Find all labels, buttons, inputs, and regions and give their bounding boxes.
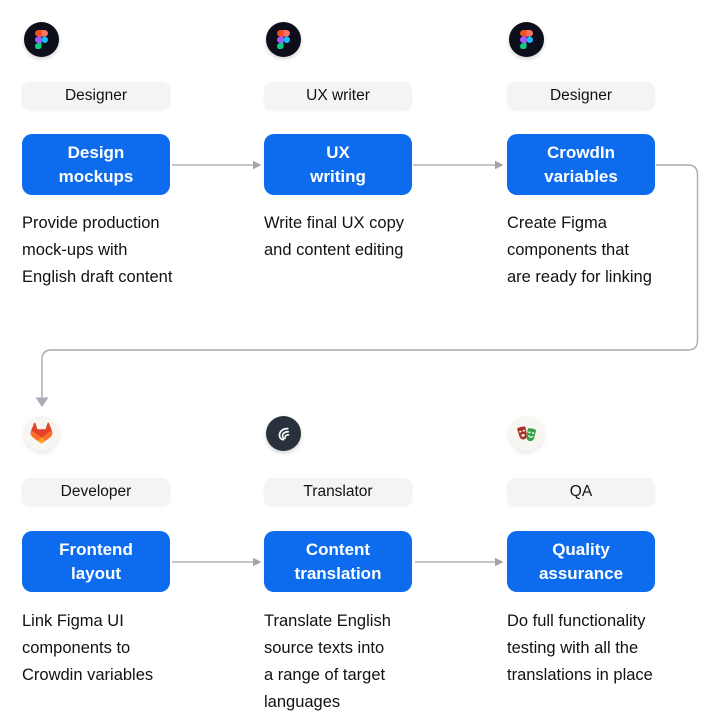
node-quality-assurance: Quality assurance [507, 531, 655, 592]
role-badge: Developer [22, 478, 170, 506]
step-content-translation: Translator Content translation Translate… [264, 0, 412, 728]
figma-icon [24, 22, 59, 57]
figma-icon [509, 22, 544, 57]
role-badge: Designer [507, 82, 655, 110]
step-description: Write final UX copy and content editing [264, 214, 404, 259]
role-badge: QA [507, 478, 655, 506]
role-badge: Designer [22, 82, 170, 110]
step-description: Link Figma UI components to Crowdin vari… [22, 612, 154, 684]
step-quality-assurance: QA Quality assurance Do full functionali… [507, 0, 655, 728]
step-description: Provide production mock-ups with English… [22, 214, 173, 286]
role-badge: Translator [264, 478, 412, 506]
gitlab-icon [24, 416, 59, 451]
node-design-mockups: Design mockups [22, 134, 170, 195]
role-badge: UX writer [264, 82, 412, 110]
step-description: Translate English source texts into a ra… [264, 612, 391, 711]
figma-icon [266, 22, 301, 57]
connector-step3-step4 [41, 164, 699, 398]
step-ux-writing: UX writer UX writing Write final UX copy… [264, 0, 412, 728]
crowdin-icon [266, 416, 301, 451]
step-frontend-layout: Developer Frontend layout Link Figma UI … [22, 0, 170, 728]
step-description: Do full functionality testing with all t… [507, 612, 653, 684]
step-crowdin-variables: Designer CrowdIn variables Create Figma … [507, 0, 655, 728]
node-content-translation: Content translation [264, 531, 412, 592]
theater-masks-icon [509, 416, 544, 451]
node-frontend-layout: Frontend layout [22, 531, 170, 592]
node-ux-writing: UX writing [264, 134, 412, 195]
step-design-mockups: Designer Design mockups Provide producti… [22, 0, 172, 728]
step-description: Create Figma components that are ready f… [507, 214, 652, 286]
node-crowdin-variables: CrowdIn variables [507, 134, 655, 195]
